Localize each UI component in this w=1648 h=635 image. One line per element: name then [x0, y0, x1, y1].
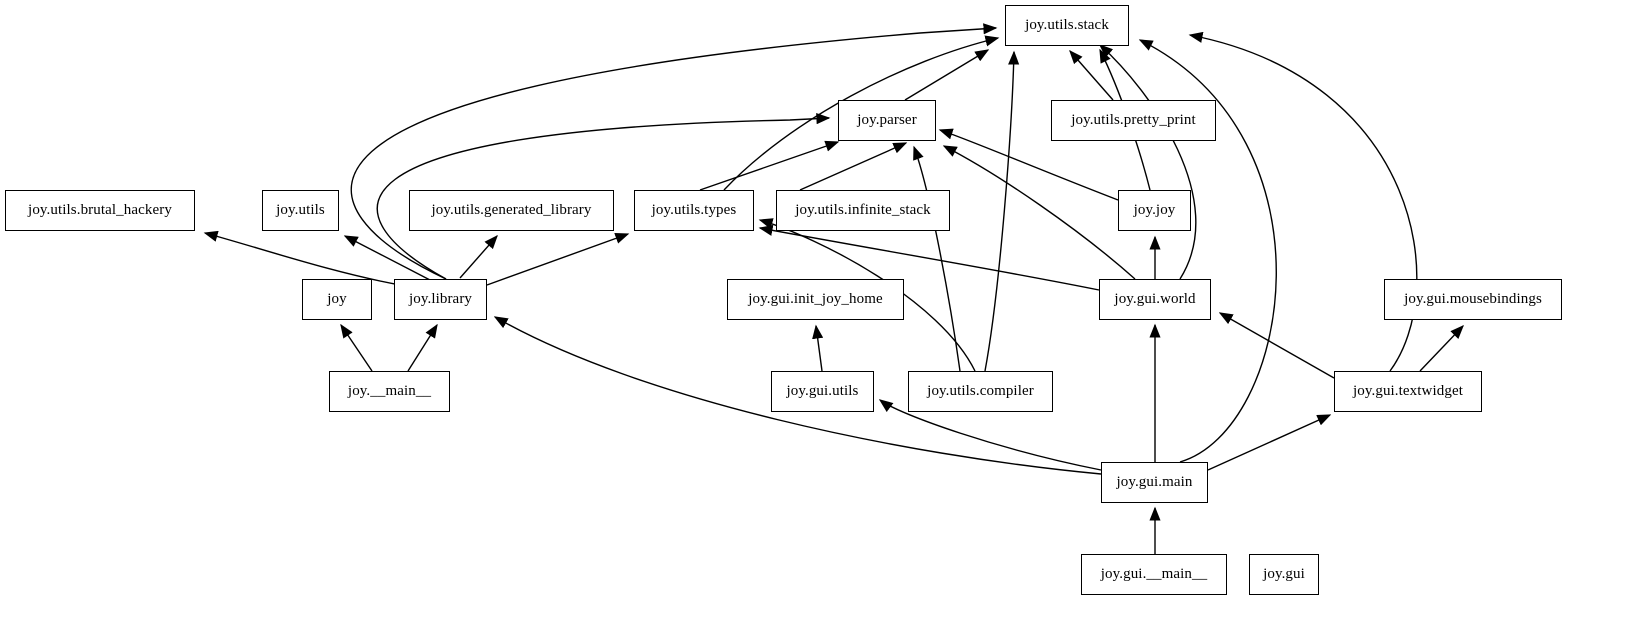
edge-library-to-generated-library	[459, 234, 498, 279]
node-joy-gui-mousebindings[interactable]: joy.gui.mousebindings	[1384, 279, 1562, 320]
edge-library-to-brutal-hackery	[203, 230, 401, 286]
edge-textwidget-to-stack	[1188, 31, 1418, 372]
edge-guiworld-to-stack	[1098, 44, 1197, 280]
node-label: joy.joy	[1133, 202, 1176, 218]
edge-library-to-types	[486, 233, 630, 286]
edge-main-to-library	[407, 323, 438, 372]
edge-guiworld-to-parser	[942, 145, 1136, 280]
node-label: joy.gui	[1263, 566, 1305, 582]
node-joy-gui-utils[interactable]: joy.gui.utils	[771, 371, 874, 412]
edge-pretty-print-to-stack	[1069, 49, 1114, 101]
edge-guimain-to-textwidget	[1207, 414, 1332, 471]
node-label: joy.gui.main	[1116, 474, 1193, 490]
node-label: joy.__main__	[347, 383, 432, 399]
node-joy-gui-init-joy-home[interactable]: joy.gui.init_joy_home	[727, 279, 904, 320]
node-label: joy.gui.init_joy_home	[748, 291, 883, 307]
node-label: joy.gui.textwidget	[1353, 383, 1463, 399]
node-label: joy.utils.pretty_print	[1071, 112, 1196, 128]
node-joy-gui[interactable]: joy.gui	[1249, 554, 1319, 595]
node-joy-gui-world[interactable]: joy.gui.world	[1099, 279, 1211, 320]
node-joy-gui-textwidget[interactable]: joy.gui.textwidget	[1334, 371, 1482, 412]
node-label: joy.parser	[857, 112, 917, 128]
node-label: joy.utils.compiler	[927, 383, 1034, 399]
edge-infinite-stack-to-parser	[799, 142, 908, 191]
node-joy-utils-infinite-stack[interactable]: joy.utils.infinite_stack	[776, 190, 950, 231]
edge-types-to-parser	[699, 140, 840, 191]
node-joy-gui-main[interactable]: joy.gui.main	[1101, 462, 1208, 503]
node-label: joy.gui.__main__	[1100, 566, 1208, 582]
edge-compiler-to-parser	[913, 145, 961, 372]
edge-textwidget-to-mousebindings	[1419, 324, 1464, 372]
node-joy-gui---main--[interactable]: joy.gui.__main__	[1081, 554, 1227, 595]
edge-guiutils-to-initjoyhome	[812, 324, 824, 372]
node-joy-joy[interactable]: joy.joy	[1118, 190, 1191, 231]
node-joy-utils-generated-library[interactable]: joy.utils.generated_library	[409, 190, 614, 231]
edge-compiler-to-stack	[984, 50, 1020, 372]
node-joy---main--[interactable]: joy.__main__	[329, 371, 450, 412]
node-joy-utils[interactable]: joy.utils	[262, 190, 339, 231]
node-joy-utils-brutal-hackery[interactable]: joy.utils.brutal_hackery	[5, 190, 195, 231]
node-joy-utils-compiler[interactable]: joy.utils.compiler	[908, 371, 1053, 412]
edge-textwidget-to-guiworld	[1218, 312, 1335, 379]
edge-library-to-stack	[350, 23, 998, 280]
node-label: joy.utils.generated_library	[431, 202, 592, 218]
node-label: joy.utils.brutal_hackery	[28, 202, 172, 218]
node-label: joy.utils.infinite_stack	[795, 202, 931, 218]
node-label: joy.utils.types	[651, 202, 737, 218]
node-label: joy.utils	[276, 202, 325, 218]
node-label: joy.utils.stack	[1025, 17, 1109, 33]
node-label: joy	[327, 291, 347, 307]
node-joy-utils-stack[interactable]: joy.utils.stack	[1005, 5, 1129, 46]
node-label: joy.gui.world	[1114, 291, 1196, 307]
node-label: joy.library	[408, 291, 473, 307]
node-joy-library[interactable]: joy.library	[394, 279, 487, 320]
node-label: joy.gui.utils	[786, 383, 859, 399]
edge-parser-to-stack	[904, 49, 990, 101]
node-joy[interactable]: joy	[302, 279, 372, 320]
node-joy-utils-pretty-print[interactable]: joy.utils.pretty_print	[1051, 100, 1216, 141]
node-joy-utils-types[interactable]: joy.utils.types	[634, 190, 754, 231]
edge-library-to-utils	[343, 235, 431, 281]
edge-main-to-joy	[340, 323, 373, 372]
node-joy-parser[interactable]: joy.parser	[838, 100, 936, 141]
node-label: joy.gui.mousebindings	[1404, 291, 1542, 307]
